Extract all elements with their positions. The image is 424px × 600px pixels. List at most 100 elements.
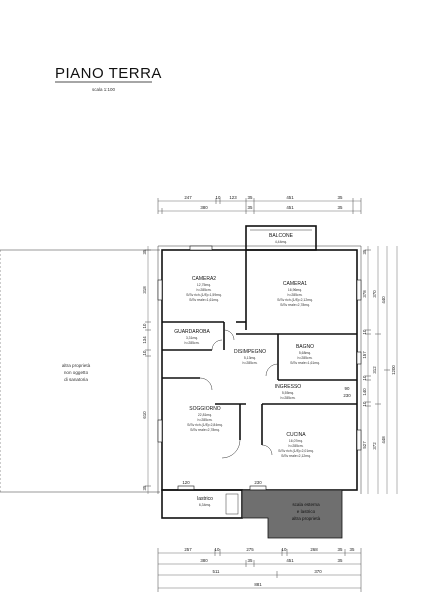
svg-text:380: 380 bbox=[200, 205, 208, 210]
svg-text:S/Sv rich.(1/8)=1,59mq.: S/Sv rich.(1/8)=1,59mq. bbox=[186, 293, 222, 297]
svg-text:378: 378 bbox=[362, 290, 367, 298]
svg-text:123: 123 bbox=[229, 195, 237, 200]
scala-note-2: e lastrico bbox=[297, 509, 316, 514]
interior-walls bbox=[162, 250, 357, 445]
svg-text:CAMERA1: CAMERA1 bbox=[283, 281, 307, 287]
svg-text:370: 370 bbox=[372, 290, 377, 298]
svg-text:10: 10 bbox=[142, 350, 147, 355]
svg-text:BAGNO: BAGNO bbox=[296, 344, 314, 350]
svg-text:230: 230 bbox=[254, 480, 262, 485]
svg-text:35: 35 bbox=[248, 558, 253, 563]
left-dimensions: 35 318 10 134 10 610 35 bbox=[142, 246, 151, 494]
svg-text:22,81mq.: 22,81mq. bbox=[198, 413, 212, 417]
svg-text:90: 90 bbox=[345, 386, 350, 391]
room-bagno: BAGNO 5,68mq. h=285cm. S/Sv reale=1,61mq… bbox=[290, 344, 320, 365]
svg-text:10: 10 bbox=[216, 195, 221, 200]
svg-text:372: 372 bbox=[372, 442, 377, 450]
svg-text:35: 35 bbox=[248, 195, 253, 200]
svg-text:16,07mq.: 16,07mq. bbox=[289, 439, 303, 443]
svg-text:35: 35 bbox=[338, 547, 343, 552]
svg-text:257: 257 bbox=[184, 547, 192, 552]
svg-text:268: 268 bbox=[310, 547, 318, 552]
svg-text:451: 451 bbox=[286, 558, 294, 563]
left-property-note-1: altra proprietà bbox=[62, 363, 91, 368]
right-dimensions: 35 378 10 157 10 140 10 527 370 312 372 … bbox=[182, 246, 398, 494]
svg-text:35: 35 bbox=[142, 485, 147, 490]
svg-text:5,55mq.: 5,55mq. bbox=[282, 391, 294, 395]
svg-text:h=285cm.: h=285cm. bbox=[197, 288, 212, 292]
svg-text:120: 120 bbox=[182, 480, 190, 485]
windows bbox=[157, 245, 362, 491]
svg-text:881: 881 bbox=[254, 582, 262, 587]
svg-text:451: 451 bbox=[286, 195, 294, 200]
svg-text:BALCONE: BALCONE bbox=[269, 233, 294, 239]
room-soggiorno: SOGGIORNO 22,81mq. h=285cm. S/Sv rich.(1… bbox=[187, 406, 223, 432]
svg-text:451: 451 bbox=[286, 205, 294, 210]
svg-text:h=285cm.: h=285cm. bbox=[185, 341, 200, 345]
svg-text:10: 10 bbox=[282, 547, 287, 552]
svg-text:35: 35 bbox=[362, 249, 367, 254]
svg-text:CAMERA2: CAMERA2 bbox=[192, 276, 216, 282]
svg-text:16,96mq.: 16,96mq. bbox=[288, 288, 302, 292]
svg-text:10: 10 bbox=[215, 547, 220, 552]
svg-text:610: 610 bbox=[142, 411, 147, 419]
room-guardaroba: GUARDAROBA 3,31mq. h=285cm. bbox=[174, 329, 210, 345]
svg-text:275: 275 bbox=[246, 547, 254, 552]
room-camera1: CAMERA1 16,96mq. h=285cm. S/Sv rich.(1/8… bbox=[277, 281, 313, 307]
svg-text:S/Sv reale=1,61mq.: S/Sv reale=1,61mq. bbox=[290, 361, 320, 365]
svg-text:35: 35 bbox=[338, 558, 343, 563]
scale-label: scala 1:100 bbox=[92, 87, 116, 92]
svg-text:S/Sv reale=2,12mq.: S/Sv reale=2,12mq. bbox=[281, 454, 311, 458]
svg-text:S/Sv reale=2,78mq.: S/Sv reale=2,78mq. bbox=[190, 428, 220, 432]
left-property-note-3: di sanatoria bbox=[64, 377, 88, 382]
svg-text:h=285cm.: h=285cm. bbox=[243, 361, 258, 365]
svg-text:h=285cm.: h=285cm. bbox=[289, 444, 304, 448]
outer-walls bbox=[157, 245, 362, 494]
svg-text:247: 247 bbox=[184, 195, 192, 200]
svg-text:318: 318 bbox=[142, 286, 147, 294]
svg-text:527: 527 bbox=[362, 441, 367, 449]
svg-text:S/Sv reale=2,78mq.: S/Sv reale=2,78mq. bbox=[280, 303, 310, 307]
svg-text:5,13mq.: 5,13mq. bbox=[244, 356, 256, 360]
svg-text:h=285cm.: h=285cm. bbox=[281, 396, 296, 400]
svg-text:6,34mq.: 6,34mq. bbox=[199, 503, 211, 507]
room-camera2: CAMERA2 12,75mq. h=285cm. S/Sv rich.(1/8… bbox=[186, 276, 222, 302]
svg-text:35: 35 bbox=[338, 195, 343, 200]
svg-text:312: 312 bbox=[372, 366, 377, 374]
room-lastrico: lastrico 6,34mq. bbox=[197, 496, 213, 507]
svg-text:448: 448 bbox=[381, 436, 386, 444]
top-dimensions: 247 10 123 35 451 35 380 35 451 35 bbox=[157, 195, 362, 214]
balcony bbox=[245, 225, 317, 251]
svg-text:S/Sv rich.(1/8)=2,12mq.: S/Sv rich.(1/8)=2,12mq. bbox=[277, 298, 313, 302]
svg-text:230: 230 bbox=[343, 393, 351, 398]
svg-text:S/Sv reale=1,61mq.: S/Sv reale=1,61mq. bbox=[189, 298, 219, 302]
svg-text:157: 157 bbox=[362, 351, 367, 359]
svg-text:4,44mq.: 4,44mq. bbox=[275, 240, 287, 244]
adjacent-property bbox=[0, 249, 160, 493]
room-disimpegno: DISIMPEGNO 5,13mq. h=285cm. bbox=[234, 349, 266, 365]
room-ingresso: INGRESSO 5,55mq. h=285cm. bbox=[275, 384, 302, 400]
svg-text:1200: 1200 bbox=[391, 365, 396, 375]
left-property-note-2: non oggetto bbox=[64, 370, 89, 375]
svg-text:10: 10 bbox=[362, 329, 367, 334]
svg-text:SOGGIORNO: SOGGIORNO bbox=[189, 406, 221, 412]
scala-note-3: altra proprietà bbox=[292, 516, 321, 521]
svg-text:S/Sv rich.(1/8)=2,01mq.: S/Sv rich.(1/8)=2,01mq. bbox=[278, 449, 314, 453]
svg-text:440: 440 bbox=[381, 296, 386, 304]
svg-text:10: 10 bbox=[362, 401, 367, 406]
svg-text:3,31mq.: 3,31mq. bbox=[186, 336, 198, 340]
svg-text:5,68mq.: 5,68mq. bbox=[299, 351, 311, 355]
svg-text:10: 10 bbox=[362, 375, 367, 380]
svg-text:140: 140 bbox=[362, 388, 367, 396]
svg-text:h=285cm.: h=285cm. bbox=[198, 418, 213, 422]
svg-text:GUARDAROBA: GUARDAROBA bbox=[174, 329, 210, 335]
svg-text:lastrico: lastrico bbox=[197, 496, 213, 502]
scala-note-1: scala esterna bbox=[292, 502, 320, 507]
svg-text:12,75mq.: 12,75mq. bbox=[197, 283, 211, 287]
svg-text:511: 511 bbox=[213, 569, 221, 574]
external-stair-area bbox=[241, 489, 343, 539]
svg-text:h=285cm.: h=285cm. bbox=[288, 293, 303, 297]
svg-text:S/Sv rich.(1/8)=2,84mq.: S/Sv rich.(1/8)=2,84mq. bbox=[187, 423, 223, 427]
svg-text:134: 134 bbox=[142, 336, 147, 344]
